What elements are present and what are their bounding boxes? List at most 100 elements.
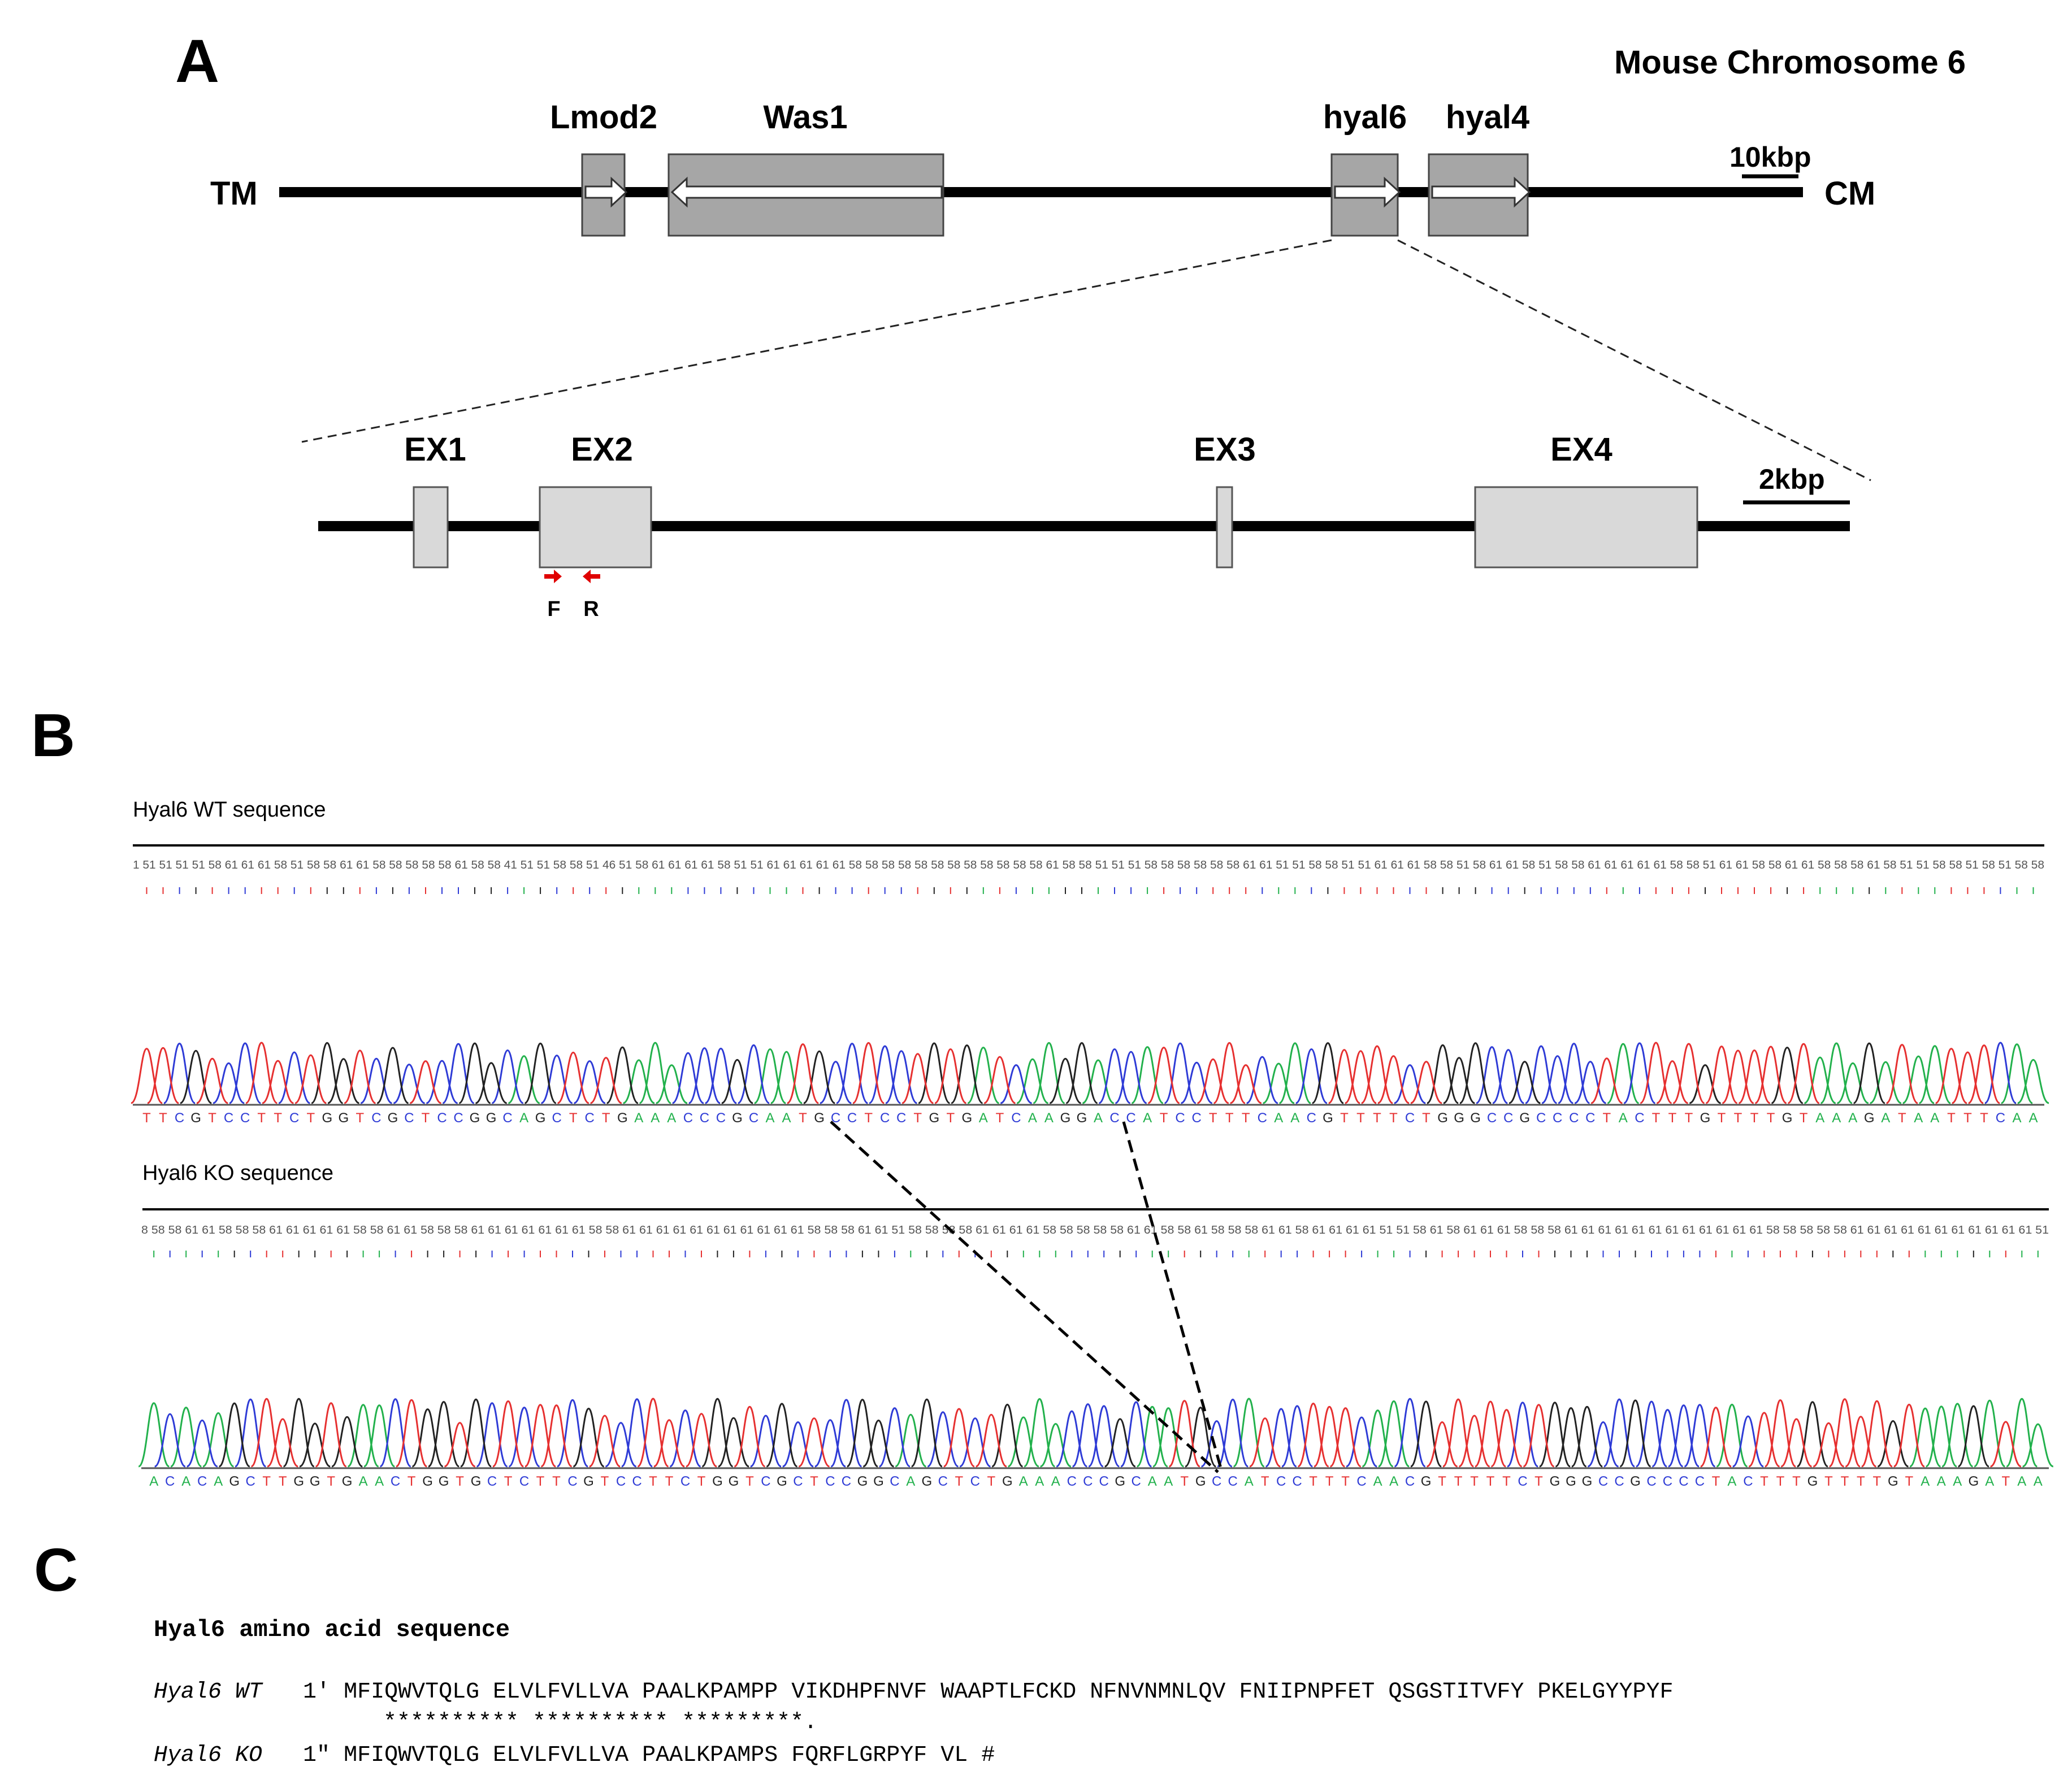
wt-aa-row: Hyal6 WT 1' MFIQWVTQLG ELVLFVLLVA PAALKP… xyxy=(154,1679,1673,1705)
ko-base: A xyxy=(375,1474,384,1489)
ko-base: G xyxy=(1002,1474,1013,1489)
ko-base: T xyxy=(1341,1474,1350,1489)
ko-base: A xyxy=(1164,1474,1173,1489)
wt-base: A xyxy=(1848,1110,1857,1126)
wt-base: T xyxy=(1963,1110,1972,1126)
ko-base: G xyxy=(1630,1474,1641,1489)
panel-a: A Mouse Chromosome 6 TM CM 10kbp Lmod2 W… xyxy=(175,27,1966,621)
wt-base: A xyxy=(1044,1110,1054,1126)
wt-base: T xyxy=(1652,1110,1661,1126)
ko-base: A xyxy=(1727,1474,1736,1489)
wt-base: T xyxy=(1225,1110,1234,1126)
wt-base: A xyxy=(651,1110,660,1126)
wt-base: C xyxy=(1487,1110,1497,1126)
ko-base: A xyxy=(2017,1474,2026,1489)
wt-base: G xyxy=(814,1110,825,1126)
ko-quality-scores: 8 58 58 61 61 58 58 58 61 61 61 61 61 58… xyxy=(141,1224,2049,1236)
wt-base: G xyxy=(338,1110,349,1126)
ko-base: C xyxy=(1679,1474,1688,1489)
wt-base: T xyxy=(1685,1110,1693,1126)
zoom-line-right xyxy=(1397,239,1871,481)
ko-base: T xyxy=(327,1474,335,1489)
ko-base: A xyxy=(1148,1474,1157,1489)
lmod2-label: Lmod2 xyxy=(550,99,657,136)
ko-base: T xyxy=(745,1474,754,1489)
ko-aa-name: Hyal6 KO xyxy=(154,1743,263,1768)
wt-base: C xyxy=(1503,1110,1513,1126)
wt-base: T xyxy=(1160,1110,1168,1126)
wt-base: C xyxy=(1307,1110,1316,1126)
wt-base: G xyxy=(929,1110,939,1126)
wt-base: G xyxy=(1323,1110,1333,1126)
ko-base: A xyxy=(1019,1474,1028,1489)
exon4-box xyxy=(1474,486,1698,568)
wt-base: C xyxy=(585,1110,595,1126)
ko-base: C xyxy=(165,1474,175,1489)
ko-base: T xyxy=(1438,1474,1446,1489)
wt-base: T xyxy=(257,1110,266,1126)
wt-base: A xyxy=(1881,1110,1890,1126)
ko-chromatogram xyxy=(138,1398,2054,1468)
wt-base: C xyxy=(289,1110,299,1126)
ko-base: C xyxy=(1598,1474,1608,1489)
ko-base: T xyxy=(1776,1474,1785,1489)
exon2-label: EX2 xyxy=(571,431,633,468)
ko-base: G xyxy=(422,1474,433,1489)
wt-base: C xyxy=(1192,1110,1202,1126)
ko-base: G xyxy=(1807,1474,1818,1489)
exon1-box xyxy=(413,486,449,568)
wt-base: G xyxy=(732,1110,743,1126)
ko-base: G xyxy=(471,1474,482,1489)
wt-base: A xyxy=(1832,1110,1841,1126)
wt-base: C xyxy=(1258,1110,1267,1126)
wt-base: A xyxy=(1914,1110,1923,1126)
ko-base: G xyxy=(583,1474,594,1489)
ko-base: C xyxy=(1614,1474,1624,1489)
ko-aa-row: Hyal6 KO 1" MFIQWVTQLG ELVLFVLLVA PAALKP… xyxy=(154,1743,995,1768)
ko-aa-sequence: MFIQWVTQLG ELVLFVLLVA PAALKPAMPS FQRFLGR… xyxy=(344,1743,995,1768)
wt-base: A xyxy=(519,1110,528,1126)
wt-base: T xyxy=(1209,1110,1217,1126)
wt-base: T xyxy=(1980,1110,1988,1126)
ko-base: C xyxy=(391,1474,400,1489)
ko-base: C xyxy=(1292,1474,1302,1489)
wt-trace-a xyxy=(508,1041,2049,1104)
hyal6-label: hyal6 xyxy=(1323,99,1407,136)
ko-base: C xyxy=(680,1474,690,1489)
ko-base: G xyxy=(229,1474,240,1489)
ko-base-ticks xyxy=(153,1251,2039,1257)
deletion-line-left xyxy=(830,1121,1219,1473)
wt-base: A xyxy=(1815,1110,1824,1126)
wt-base: C xyxy=(749,1110,758,1126)
wt-base: T xyxy=(422,1110,430,1126)
ko-base: G xyxy=(712,1474,723,1489)
hyal4-arrow-icon xyxy=(1431,176,1531,208)
ko-base: C xyxy=(1518,1474,1527,1489)
wt-base: C xyxy=(224,1110,233,1126)
ko-trace-a xyxy=(138,1398,2054,1468)
wt-base: C xyxy=(896,1110,906,1126)
was1-label: Was1 xyxy=(763,99,847,136)
wt-base: T xyxy=(1389,1110,1398,1126)
primer-f-arrow-icon xyxy=(544,570,562,583)
wt-base: T xyxy=(799,1110,807,1126)
ko-base: A xyxy=(359,1474,368,1489)
ko-base: T xyxy=(1486,1474,1495,1489)
wt-base-ticks xyxy=(146,887,2034,894)
wt-base: C xyxy=(1109,1110,1119,1126)
ko-base: G xyxy=(1582,1474,1593,1489)
wt-aa-sequence: MFIQWVTQLG ELVLFVLLVA PAALKPAMPP VIKDHPF… xyxy=(344,1679,1674,1705)
ko-base: C xyxy=(1228,1474,1238,1489)
wt-base: A xyxy=(1290,1110,1299,1126)
ko-base: G xyxy=(1195,1474,1206,1489)
ko-base: C xyxy=(1743,1474,1753,1489)
ko-base: T xyxy=(279,1474,287,1489)
wt-base: T xyxy=(159,1110,167,1126)
panel-c-letter: C xyxy=(34,1535,78,1604)
ko-base: C xyxy=(938,1474,948,1489)
ko-base: T xyxy=(697,1474,706,1489)
ko-base: G xyxy=(1888,1474,1898,1489)
wt-base: C xyxy=(1011,1110,1021,1126)
wt-base: G xyxy=(1454,1110,1464,1126)
wt-base: C xyxy=(371,1110,381,1126)
